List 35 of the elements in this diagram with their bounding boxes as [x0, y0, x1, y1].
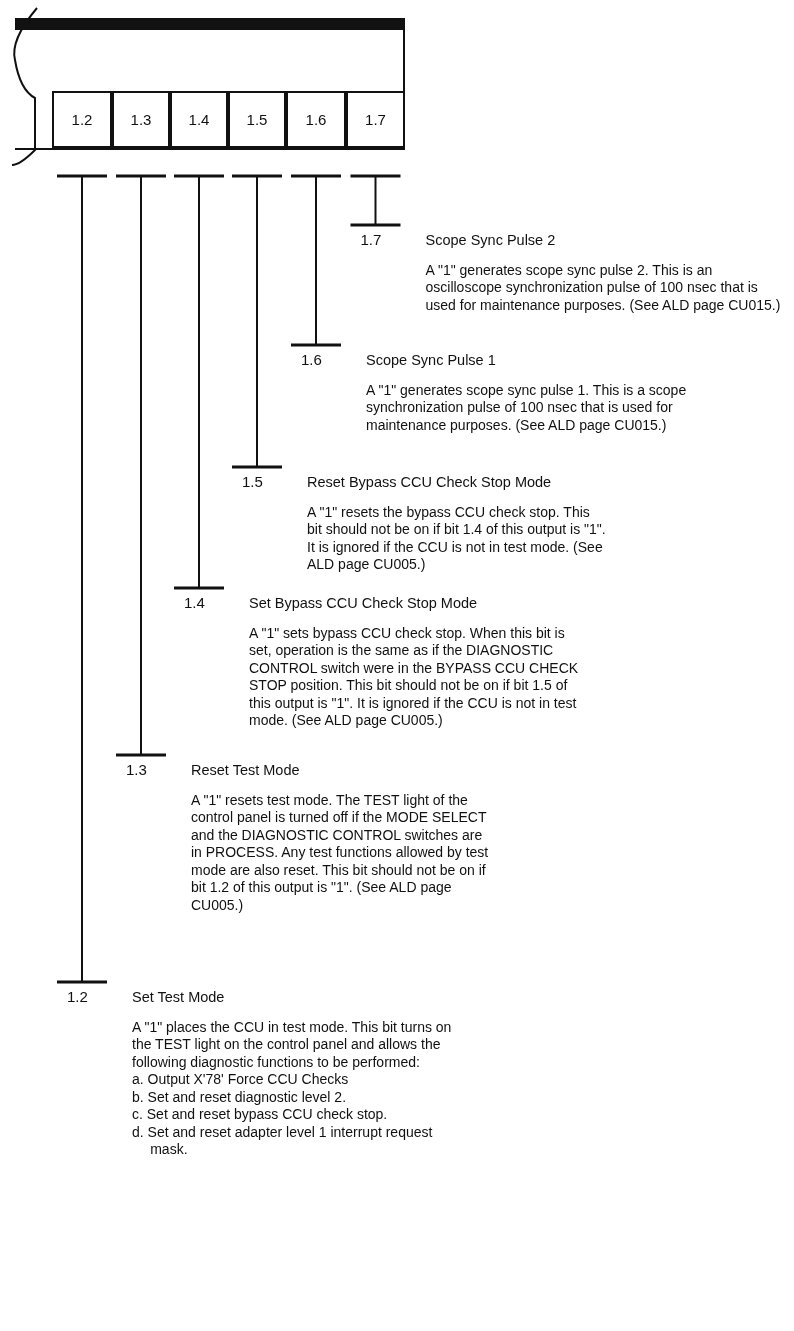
register-frame — [15, 18, 405, 150]
bit-line — [114, 174, 168, 757]
bit-line — [349, 174, 402, 227]
description-text: A "1" resets test mode. The TEST light of the control panel is turned off if the MODE SELECT and the DIAGNOSTIC CONTROL switches are in PROCESS. Any test functions allowed by test mode are also reset. This bit should not be on if bit 1.2 of this output is "1". (See ALD page CU005.) — [191, 791, 490, 914]
list-item: d. Set and reset adapter level 1 interrupt request mask. — [132, 1123, 434, 1159]
bit-line — [55, 174, 109, 984]
bit-cell: 1.7 — [346, 90, 405, 148]
bit-title: Reset Bypass CCU Check Stop Mode — [307, 474, 553, 492]
bit-cell: 1.5 — [228, 90, 286, 148]
bit-line — [289, 174, 343, 347]
list-item: c. Set and reset bypass CCU check stop. — [132, 1106, 389, 1124]
bit-number: 1.4 — [183, 594, 206, 612]
bit-number: 1.5 — [241, 473, 264, 491]
bit-title: Scope Sync Pulse 1 — [366, 352, 497, 370]
list-item: b. Set and reset diagnostic level 2. — [132, 1088, 348, 1106]
bit-title: Scope Sync Pulse 2 — [425, 232, 557, 250]
bit-number: 1.7 — [359, 231, 383, 249]
description-text: A "1" generates scope sync pulse 1. This is a scope synchronization pulse of 100 nsec that is used for maintenance purposes. (See ALD page CU015.) — [366, 381, 688, 434]
bit-title: Set Test Mode — [132, 989, 226, 1007]
description-text: A "1" sets bypass CCU check stop. When this bit is set, operation is the same as if the DIAGNOSTIC CONTROL switch were in the BYPASS CCU CHECK STOP position. This bit should not be on if bit 1.5 of this output is "1". It is ignored if the CCU is not in test mode. (See ALD page CU005.) — [249, 624, 579, 730]
bit-line — [172, 174, 226, 590]
bit-title: Set Bypass CCU Check Stop Mode — [249, 595, 479, 613]
bit-number: 1.6 — [300, 351, 323, 369]
bit-cell: 1.4 — [170, 90, 228, 148]
bit-cell: 1.2 — [52, 90, 112, 148]
description-text: A "1" generates scope sync pulse 2. This is an oscilloscope synchronization pulse of 100 nsec that is used for maintenance purposes. (See ALD page CU015.) — [425, 261, 782, 314]
bit-number: 1.3 — [125, 761, 148, 779]
bit-line — [230, 174, 284, 469]
list-item: a. Output X'78' Force CCU Checks — [132, 1071, 350, 1089]
description-text: A "1" places the CCU in test mode. This bit turns on the TEST light on the control panel and allows the following diagnostic functions to be performed: — [132, 1018, 453, 1071]
bit-cell: 1.6 — [286, 90, 346, 148]
bit-title: Reset Test Mode — [191, 762, 301, 780]
bit-number: 1.2 — [66, 988, 89, 1006]
description-text: A "1" resets the bypass CCU check stop. This bit should not be on if bit 1.4 of this output is "1". It is ignored if the CCU is not in test mode. (See ALD page CU005.) — [307, 503, 607, 574]
bit-cell: 1.3 — [112, 90, 170, 148]
